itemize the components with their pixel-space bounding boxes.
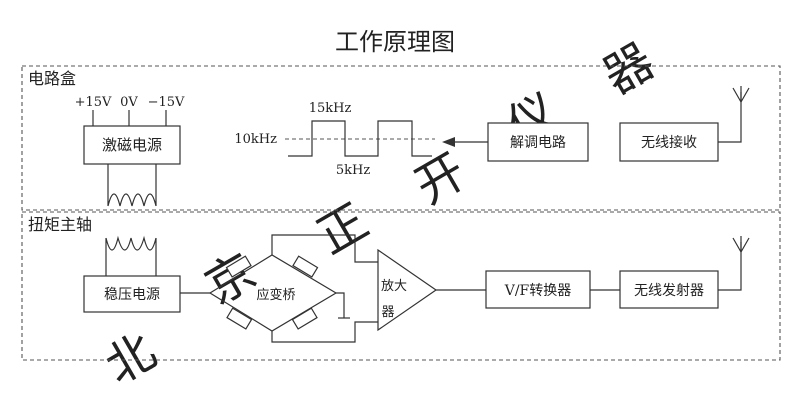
- voltage-zero: 0V: [120, 95, 138, 110]
- vf-converter-block: [485, 270, 591, 309]
- circuit-box-label: 电路盒: [28, 69, 76, 88]
- watermark-char: 京: [196, 243, 266, 316]
- wireless-receive-label: 无线接收: [641, 134, 697, 151]
- watermark-char: 北: [96, 323, 166, 396]
- wireless-transmitter-label: 无线发射器: [634, 283, 704, 299]
- transformer-coil-top: [107, 164, 157, 207]
- vf-converter-label: V/F转换器: [504, 282, 572, 299]
- wireless-transmitter-block: [619, 270, 719, 309]
- stabilized-power-label: 稳压电源: [104, 287, 160, 303]
- freq-low-label: 5kHz: [336, 163, 370, 178]
- voltage-minus15: −15V: [148, 95, 185, 110]
- voltage-plus15: +15V: [75, 95, 112, 110]
- watermark-char: 器: [594, 33, 664, 106]
- watermark-char: 正: [308, 193, 378, 266]
- amplifier-block: [377, 248, 438, 332]
- wireless-receive-block: [619, 122, 719, 162]
- transmit-antenna-icon: [732, 236, 750, 253]
- demodulator-block: [487, 122, 589, 162]
- strain-bridge-label: 应变桥: [256, 287, 295, 303]
- excitation-power-label: 激磁电源: [102, 136, 162, 154]
- diagram-title: 工作原理图: [335, 28, 455, 56]
- freq-high-label: 15kHz: [309, 101, 352, 116]
- freq-center-label: 10kHz: [234, 132, 277, 147]
- excitation-power-block: [83, 125, 181, 165]
- torque-spindle-label: 扭矩主轴: [28, 215, 92, 234]
- watermark: 北 京 正 开 仪 器: [96, 33, 664, 396]
- circuit-box-section: [21, 65, 781, 211]
- watermark-char: 开: [406, 143, 476, 216]
- transformer-coil-bottom: [105, 235, 157, 276]
- arrow-head: [442, 137, 455, 147]
- demodulator-label: 解调电路: [510, 135, 566, 151]
- fsk-waveform: [288, 120, 432, 157]
- amplifier-label-line2: 器: [381, 305, 394, 320]
- torque-spindle-section: [21, 211, 781, 361]
- stabilized-power-block: [83, 275, 181, 313]
- receive-antenna-icon: [732, 86, 750, 103]
- amplifier-label-line1: 放大: [381, 279, 407, 294]
